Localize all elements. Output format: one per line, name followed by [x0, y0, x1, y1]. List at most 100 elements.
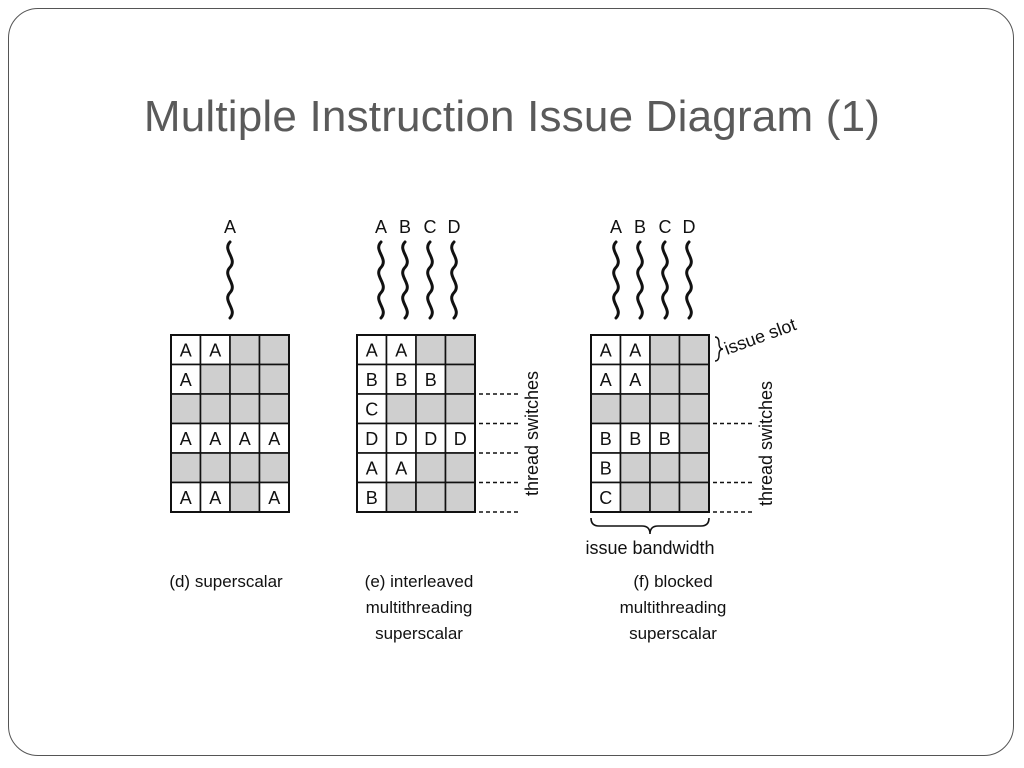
issue-slot-cell [385, 393, 417, 425]
issue-slot-cell [258, 334, 290, 366]
cell-letter: B [425, 370, 437, 390]
thread-squiggle-c [661, 240, 669, 320]
thread-label-d: D [683, 217, 696, 237]
cell-letter: A [395, 458, 407, 478]
issue-slot-cell [444, 393, 476, 425]
cell-letter: C [365, 399, 378, 419]
issue-slot-cell [229, 452, 261, 484]
issue-slot-cell [415, 481, 447, 513]
issue-slot-cell [229, 481, 261, 513]
cell-letter: B [629, 429, 641, 449]
cell-letter: A [180, 340, 192, 360]
issue-grid-border [356, 334, 476, 513]
cell-letter: D [365, 429, 378, 449]
issue-slot-cell [356, 452, 388, 484]
cell-letter: A [268, 488, 280, 508]
thread-squiggle-c [426, 240, 434, 320]
issue-slot-cell [199, 393, 231, 425]
issue-slot-cell [356, 422, 388, 454]
issue-slot-cell [170, 452, 202, 484]
thread-label-b: B [399, 217, 411, 237]
thread-label-d: D [448, 217, 461, 237]
cell-letter: A [180, 488, 192, 508]
caption-line: multithreading [366, 598, 473, 617]
issue-slot-cell [649, 393, 681, 425]
cell-letter: B [366, 488, 378, 508]
cell-letter: A [268, 429, 280, 449]
cell-letter: A [366, 340, 378, 360]
issue-slot-brace [714, 336, 724, 362]
thread-squiggle-a [377, 240, 385, 320]
issue-slot-cell [415, 363, 447, 395]
thread-squiggle-d [685, 240, 693, 320]
cell-letter: A [600, 370, 612, 390]
issue-slot-cell [258, 452, 290, 484]
cell-letter: B [366, 370, 378, 390]
issue-slot-label: issue slot [722, 314, 799, 358]
cell-letter: A [209, 340, 221, 360]
issue-slot-cell [258, 393, 290, 425]
issue-slot-cell [649, 334, 681, 366]
issue-slot-cell [385, 481, 417, 513]
issue-slot-cell [444, 363, 476, 395]
thread-squiggle-b [636, 240, 644, 320]
caption-line: multithreading [620, 598, 727, 617]
caption-line: (d) superscalar [169, 572, 283, 591]
cell-letter: C [599, 488, 612, 508]
issue-slot-cell [619, 393, 651, 425]
issue-slot-cell [199, 452, 231, 484]
issue-grid-border [590, 334, 710, 513]
issue-slot-cell [229, 393, 261, 425]
issue-slot-cell [170, 393, 202, 425]
cell-letter: A [180, 370, 192, 390]
issue-slot-cell [199, 481, 231, 513]
cell-letter: D [454, 429, 467, 449]
thread-squiggle-a [612, 240, 620, 320]
issue-slot-cell [678, 481, 710, 513]
issue-slot-cell [258, 422, 290, 454]
caption-line: superscalar [629, 624, 717, 643]
thread-label-c: C [424, 217, 437, 237]
cell-letter: D [395, 429, 408, 449]
issue-slot-cell [678, 422, 710, 454]
thread-switches-label: thread switches [756, 381, 776, 506]
issue-slot-cell [385, 363, 417, 395]
issue-bandwidth-brace [590, 517, 710, 535]
issue-slot-cell [678, 393, 710, 425]
thread-squiggle-a [226, 240, 234, 320]
cell-letter: A [395, 340, 407, 360]
issue-bandwidth-label: issue bandwidth [585, 538, 714, 558]
issue-slot-cell [649, 452, 681, 484]
cell-letter: B [395, 370, 407, 390]
issue-slot-cell [199, 363, 231, 395]
thread-label-b: B [634, 217, 646, 237]
issue-grid-border [170, 334, 290, 513]
thread-label-c: C [659, 217, 672, 237]
issue-slot-cell [649, 481, 681, 513]
slide-title: Multiple Instruction Issue Diagram (1) [143, 92, 881, 141]
thread-switches-label: thread switches [522, 371, 542, 496]
thread-label-a: A [610, 217, 622, 237]
cell-letter: B [600, 429, 612, 449]
thread-label-a: A [224, 217, 236, 237]
issue-slot-cell [590, 422, 622, 454]
issue-slot-cell [258, 363, 290, 395]
issue-slot-cell [619, 452, 651, 484]
caption-line: (e) interleaved [365, 572, 474, 591]
issue-slot-cell [415, 334, 447, 366]
issue-slot-cell [415, 452, 447, 484]
issue-slot-cell [619, 334, 651, 366]
issue-slot-cell [199, 334, 231, 366]
cell-letter: A [629, 370, 641, 390]
cell-letter: A [209, 429, 221, 449]
issue-slot-cell [590, 393, 622, 425]
thread-label-a: A [375, 217, 387, 237]
issue-slot-cell [415, 393, 447, 425]
issue-slot-cell [678, 363, 710, 395]
cell-letter: B [659, 429, 671, 449]
cell-letter: A [600, 340, 612, 360]
